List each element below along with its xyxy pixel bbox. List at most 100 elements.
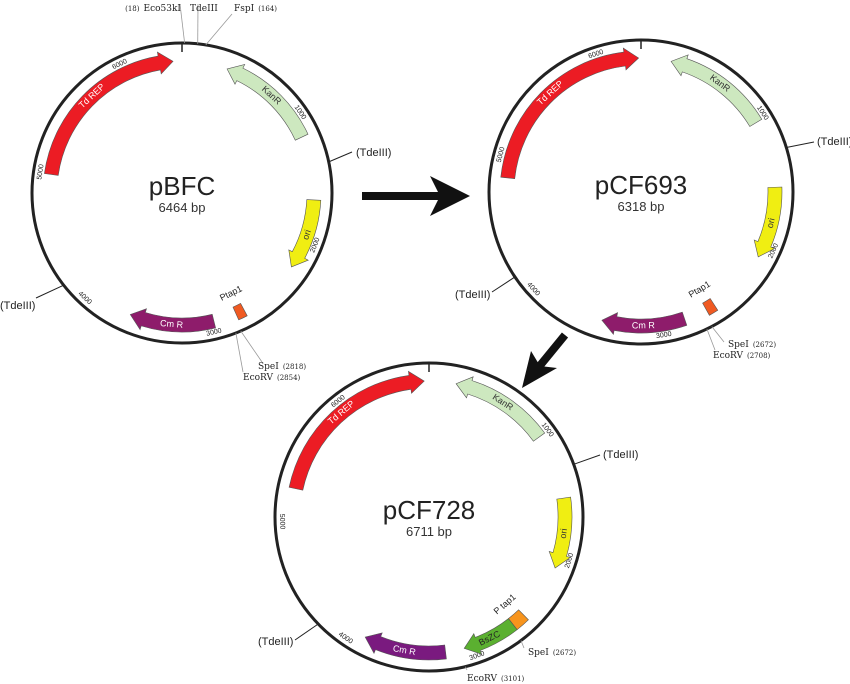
feature-ptap1[interactable]: Ptap1 xyxy=(687,279,719,316)
feature-label: Cm R xyxy=(160,318,184,330)
feature-label: Cm R xyxy=(632,320,656,330)
restriction-site-fspi[interactable]: FspI(164) xyxy=(205,4,277,46)
plasmid-name: pCF693 xyxy=(595,170,688,200)
feature-cm-r[interactable]: Cm R xyxy=(129,308,216,333)
site-position: (2672) xyxy=(753,341,777,349)
feature-label: P tap1 xyxy=(492,592,518,617)
feature-arrow[interactable] xyxy=(601,311,688,335)
feature-arrow[interactable] xyxy=(44,51,174,176)
scale-tick-label: 5000 xyxy=(496,146,507,163)
site-name: (TdeIII) xyxy=(603,449,638,461)
site-marker-line xyxy=(294,623,319,641)
feature-arrow[interactable] xyxy=(129,308,216,333)
site-marker-line xyxy=(520,640,525,649)
feature-arrow[interactable] xyxy=(753,186,783,258)
feature-cm-r[interactable]: Cm R xyxy=(364,632,447,661)
plasmid-size: 6318 bp xyxy=(618,199,665,214)
site-marker-line xyxy=(179,3,186,44)
feature-label: Ptap1 xyxy=(687,279,712,300)
restriction-site-tdeiii[interactable]: (TdeIII) xyxy=(786,136,850,149)
site-name: (TdeIII) xyxy=(817,136,850,148)
restriction-site-tdeiii[interactable]: (TdeIII) xyxy=(328,147,392,163)
scale-tick-label: 6000 xyxy=(588,49,605,61)
feature-arrow[interactable] xyxy=(500,47,640,180)
scale-tick-label: 5000 xyxy=(278,514,285,530)
feature-arrow[interactable] xyxy=(670,54,763,127)
feature-arrow[interactable] xyxy=(455,376,546,442)
feature-ori[interactable]: ori xyxy=(288,199,322,268)
feature-td-rep[interactable]: Td REP xyxy=(288,370,425,491)
feature-arrow[interactable] xyxy=(548,496,573,569)
feature-ori[interactable]: ori xyxy=(753,186,783,258)
feature-td-rep[interactable]: Td REP xyxy=(44,51,174,176)
restriction-site-ecorv[interactable]: EcoRV (3101) xyxy=(464,666,525,684)
feature-kanr[interactable]: KanR xyxy=(226,64,309,141)
feature-label: ori xyxy=(558,528,569,539)
site-position: (3101) xyxy=(501,675,525,683)
plasmid-size: 6464 bp xyxy=(159,200,206,215)
site-marker-line xyxy=(706,328,716,351)
restriction-site-spei[interactable]: SpeI(2672) xyxy=(520,640,576,658)
feature-kanr[interactable]: KanR xyxy=(455,376,546,442)
restriction-site-spei[interactable]: SpeI (2672) xyxy=(711,326,777,350)
restriction-site-tdeiii[interactable]: TdeIII xyxy=(190,3,218,44)
site-name: EcoRV xyxy=(713,351,743,361)
restriction-site-tdeiii[interactable]: (TdeIII) xyxy=(0,284,64,312)
site-name: SpeI xyxy=(728,340,749,350)
feature-td-rep[interactable]: Td REP xyxy=(500,47,640,180)
site-position: (18) xyxy=(125,5,140,13)
feature-label: Ptap1 xyxy=(218,283,244,302)
site-marker-line xyxy=(464,666,468,671)
feature-ori[interactable]: ori xyxy=(548,496,573,569)
feature-arrow[interactable] xyxy=(702,298,719,316)
feature-arrow[interactable] xyxy=(463,618,518,655)
scale-tick-label: 3000 xyxy=(469,650,486,662)
plasmid-name: pCF728 xyxy=(383,495,476,525)
feature-ptap1[interactable]: Ptap1 xyxy=(218,283,248,321)
feature-arrow[interactable] xyxy=(364,632,447,661)
scale-tick-label: 3000 xyxy=(206,328,223,338)
site-marker-line xyxy=(35,284,64,299)
restriction-site-spei[interactable]: SpeI (2818) xyxy=(240,330,307,372)
restriction-site-ecorv[interactable]: EcoRV(2854) xyxy=(235,332,301,383)
feature-label: ori xyxy=(765,217,777,229)
feature-arrow[interactable] xyxy=(226,64,309,141)
site-name: (TdeIII) xyxy=(258,636,293,648)
site-name: Eco53kI xyxy=(144,4,182,14)
feature-cm-r[interactable]: Cm R xyxy=(601,311,688,335)
scale-tick-label: 5000 xyxy=(36,164,45,181)
restriction-site-tdeiii[interactable]: (TdeIII) xyxy=(258,623,319,648)
site-marker-line xyxy=(711,326,725,343)
plasmid-size: 6711 bp xyxy=(406,524,452,539)
site-name: FspI xyxy=(234,4,255,14)
site-name: SpeI xyxy=(258,362,279,372)
site-marker-line xyxy=(205,13,233,46)
feature-arrow[interactable] xyxy=(232,302,248,321)
restriction-site-tdeiii[interactable]: (TdeIII) xyxy=(455,276,516,301)
site-name: (TdeIII) xyxy=(0,300,35,312)
restriction-site-ecorv[interactable]: EcoRV(2708) xyxy=(706,328,771,361)
scale-tick-label: 2000 xyxy=(564,552,575,569)
site-name: SpeI xyxy=(528,648,549,658)
site-name: (TdeIII) xyxy=(356,147,391,159)
restriction-site-tdeiii[interactable]: (TdeIII) xyxy=(573,449,639,465)
feature-arrow[interactable] xyxy=(288,199,322,268)
site-position: (2818) xyxy=(283,363,307,371)
site-name: TdeIII xyxy=(190,4,218,14)
site-position: (2854) xyxy=(277,374,301,382)
feature-label: ori xyxy=(300,228,313,241)
feature-kanr[interactable]: KanR xyxy=(670,54,763,127)
feature-arrow[interactable] xyxy=(288,370,425,491)
scale-tick-label: 3000 xyxy=(656,331,673,340)
restriction-site-eco53ki[interactable]: Eco53kI (18) xyxy=(125,3,186,44)
site-marker-line xyxy=(491,276,516,293)
plasmid-name: pBFC xyxy=(149,171,215,201)
site-position: (164) xyxy=(258,5,277,13)
site-name: EcoRV xyxy=(467,674,497,684)
site-marker-line xyxy=(786,141,815,149)
site-marker-line xyxy=(240,330,263,363)
